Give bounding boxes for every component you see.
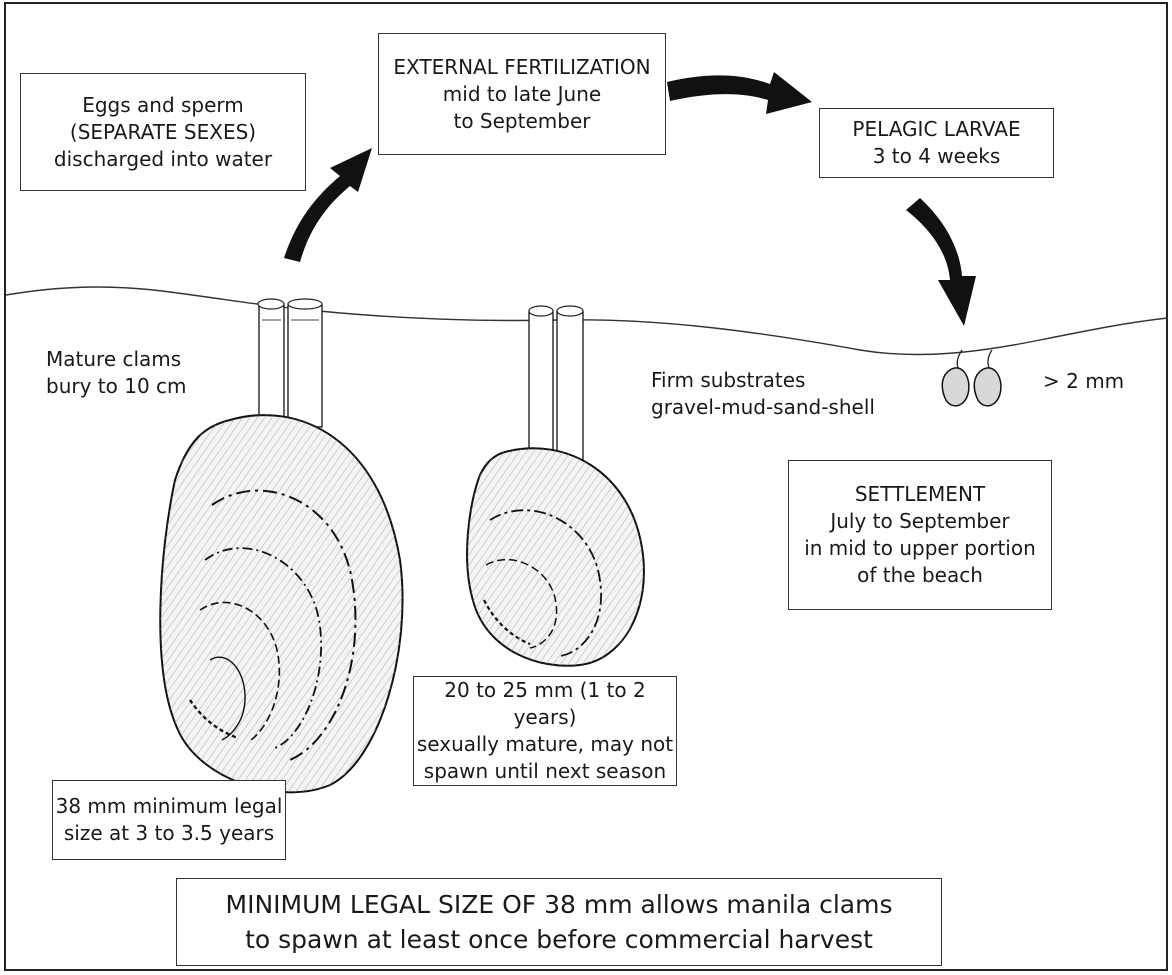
fertilization-line-3: to September	[379, 108, 665, 135]
eggs-line-3: discharged into water	[21, 146, 305, 173]
fertilization-line-1: EXTERNAL FERTILIZATION	[379, 54, 665, 81]
substrate-label: Firm substrates gravel-mud-sand-shell	[651, 367, 875, 421]
fertilization-line-2: mid to late June	[379, 81, 665, 108]
mature-line-1: Mature clams	[46, 346, 187, 373]
settlement-line-1: SETTLEMENT	[789, 481, 1051, 508]
eggs-line-2: (SEPARATE SEXES)	[21, 119, 305, 146]
settlement-line-2: July to September	[789, 508, 1051, 535]
pelagic-larvae-box: PELAGIC LARVAE 3 to 4 weeks	[819, 108, 1054, 178]
sediment-surface-line	[6, 287, 1168, 355]
spat-icon	[942, 350, 1001, 406]
juvenile-line-1: 20 to 25 mm (1 to 2 years)	[414, 677, 676, 731]
settlement-line-4: of the beach	[789, 562, 1051, 589]
legal-size-line-2: size at 3 to 3.5 years	[53, 820, 285, 847]
arrow-icon	[906, 198, 976, 326]
summary-box: MINIMUM LEGAL SIZE OF 38 mm allows manil…	[176, 878, 942, 966]
substrate-line-1: Firm substrates	[651, 367, 875, 394]
larvae-line-1: PELAGIC LARVAE	[820, 116, 1053, 143]
summary-line-1: MINIMUM LEGAL SIZE OF 38 mm allows manil…	[177, 887, 941, 922]
large-clam-icon	[160, 299, 402, 792]
settlement-box: SETTLEMENT July to September in mid to u…	[788, 460, 1052, 610]
juvenile-line-3: spawn until next season	[414, 758, 676, 785]
mature-clams-label: Mature clams bury to 10 cm	[46, 346, 187, 400]
small-clam-icon	[467, 306, 644, 666]
arrow-icon	[667, 72, 812, 114]
substrate-line-2: gravel-mud-sand-shell	[651, 394, 875, 421]
eggs-sperm-box: Eggs and sperm (SEPARATE SEXES) discharg…	[20, 73, 306, 191]
juvenile-line-2: sexually mature, may not	[414, 731, 676, 758]
legal-size-line-1: 38 mm minimum legal	[53, 793, 285, 820]
settlement-line-3: in mid to upper portion	[789, 535, 1051, 562]
mature-line-2: bury to 10 cm	[46, 373, 187, 400]
fertilization-box: EXTERNAL FERTILIZATION mid to late June …	[378, 33, 666, 155]
eggs-line-1: Eggs and sperm	[21, 92, 305, 119]
spat-size-label: > 2 mm	[1043, 368, 1124, 395]
larvae-line-2: 3 to 4 weeks	[820, 143, 1053, 170]
legal-size-box: 38 mm minimum legal size at 3 to 3.5 yea…	[52, 780, 286, 860]
summary-line-2: to spawn at least once before commercial…	[177, 922, 941, 957]
juvenile-box: 20 to 25 mm (1 to 2 years) sexually matu…	[413, 676, 677, 786]
